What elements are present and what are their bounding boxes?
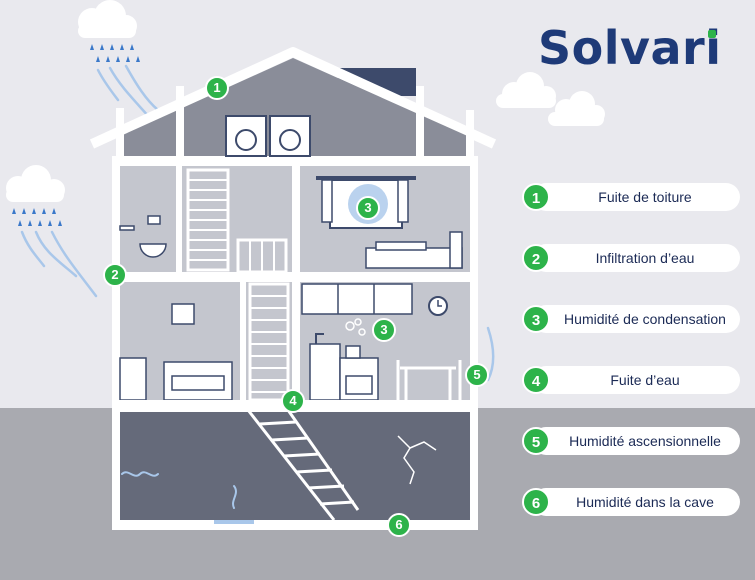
wall-picture <box>171 303 195 325</box>
toilet-icon <box>139 215 167 258</box>
stove-icon <box>339 345 379 401</box>
staircase-icon <box>248 282 290 402</box>
legend-number: 4 <box>522 366 550 394</box>
water-puddle <box>214 520 254 524</box>
legend-item-roof-leak: 1 Fuite de toiture <box>522 183 742 211</box>
legend-label: Humidité ascensionnelle <box>569 433 721 449</box>
legend-number: 3 <box>522 305 550 333</box>
table-icon <box>396 360 462 400</box>
marker-condensation-kitchen: 3 <box>372 318 396 342</box>
legend-number: 2 <box>522 244 550 272</box>
legend-label: Fuite d’eau <box>610 372 680 388</box>
legend-label: Fuite de toiture <box>598 189 692 205</box>
marker-condensation-bedroom: 3 <box>356 196 380 220</box>
washing-machine-icon <box>225 115 311 157</box>
legend-item-basement-damp: 6 Humidité dans la cave <box>522 488 742 516</box>
dampness-arrows <box>121 471 237 509</box>
cloud-icon <box>6 165 65 202</box>
bed-icon <box>365 231 463 269</box>
legend-item-water-leak: 4 Fuite d’eau <box>522 366 742 394</box>
sink-icon <box>119 225 341 401</box>
rain-flow-arrows <box>20 64 495 382</box>
steam-icon <box>345 318 366 336</box>
staircase-icon <box>186 168 288 274</box>
legend-item-condensation: 3 Humidité de condensation <box>522 305 742 333</box>
marker-water-leak: 4 <box>281 389 305 413</box>
marker-water-infiltration: 2 <box>103 263 127 287</box>
staircase-icon <box>246 409 360 521</box>
legend-item-rising-damp: 5 Humidité ascensionnelle <box>522 427 742 455</box>
marker-roof-leak: 1 <box>205 76 229 100</box>
attic <box>116 58 472 160</box>
legend-label: Infiltration d’eau <box>595 250 695 266</box>
kitchen-cabinets <box>301 283 413 315</box>
basement-room <box>120 412 470 520</box>
rain-icon <box>12 44 140 226</box>
roof <box>89 47 497 149</box>
marker-rising-damp: 5 <box>465 363 489 387</box>
logo-dot <box>708 30 716 38</box>
legend-number: 6 <box>522 488 550 516</box>
brand-logo: Solvari <box>538 20 721 76</box>
cloud-icon <box>78 0 137 38</box>
legend-item-water-infiltration: 2 Infiltration d’eau <box>522 244 742 272</box>
legend-label: Humidité dans la cave <box>576 494 714 510</box>
cloud-icon <box>496 72 605 126</box>
legend-number: 1 <box>522 183 550 211</box>
stair-room-lower <box>246 282 292 400</box>
legend-label: Humidité de condensation <box>564 311 726 327</box>
sofa-icon <box>119 357 233 401</box>
brand-name: Solvari <box>538 21 722 75</box>
marker-basement-damp: 6 <box>387 513 411 537</box>
crack-icon <box>397 435 437 485</box>
legend-number: 5 <box>522 427 550 455</box>
clock-icon <box>428 296 448 316</box>
